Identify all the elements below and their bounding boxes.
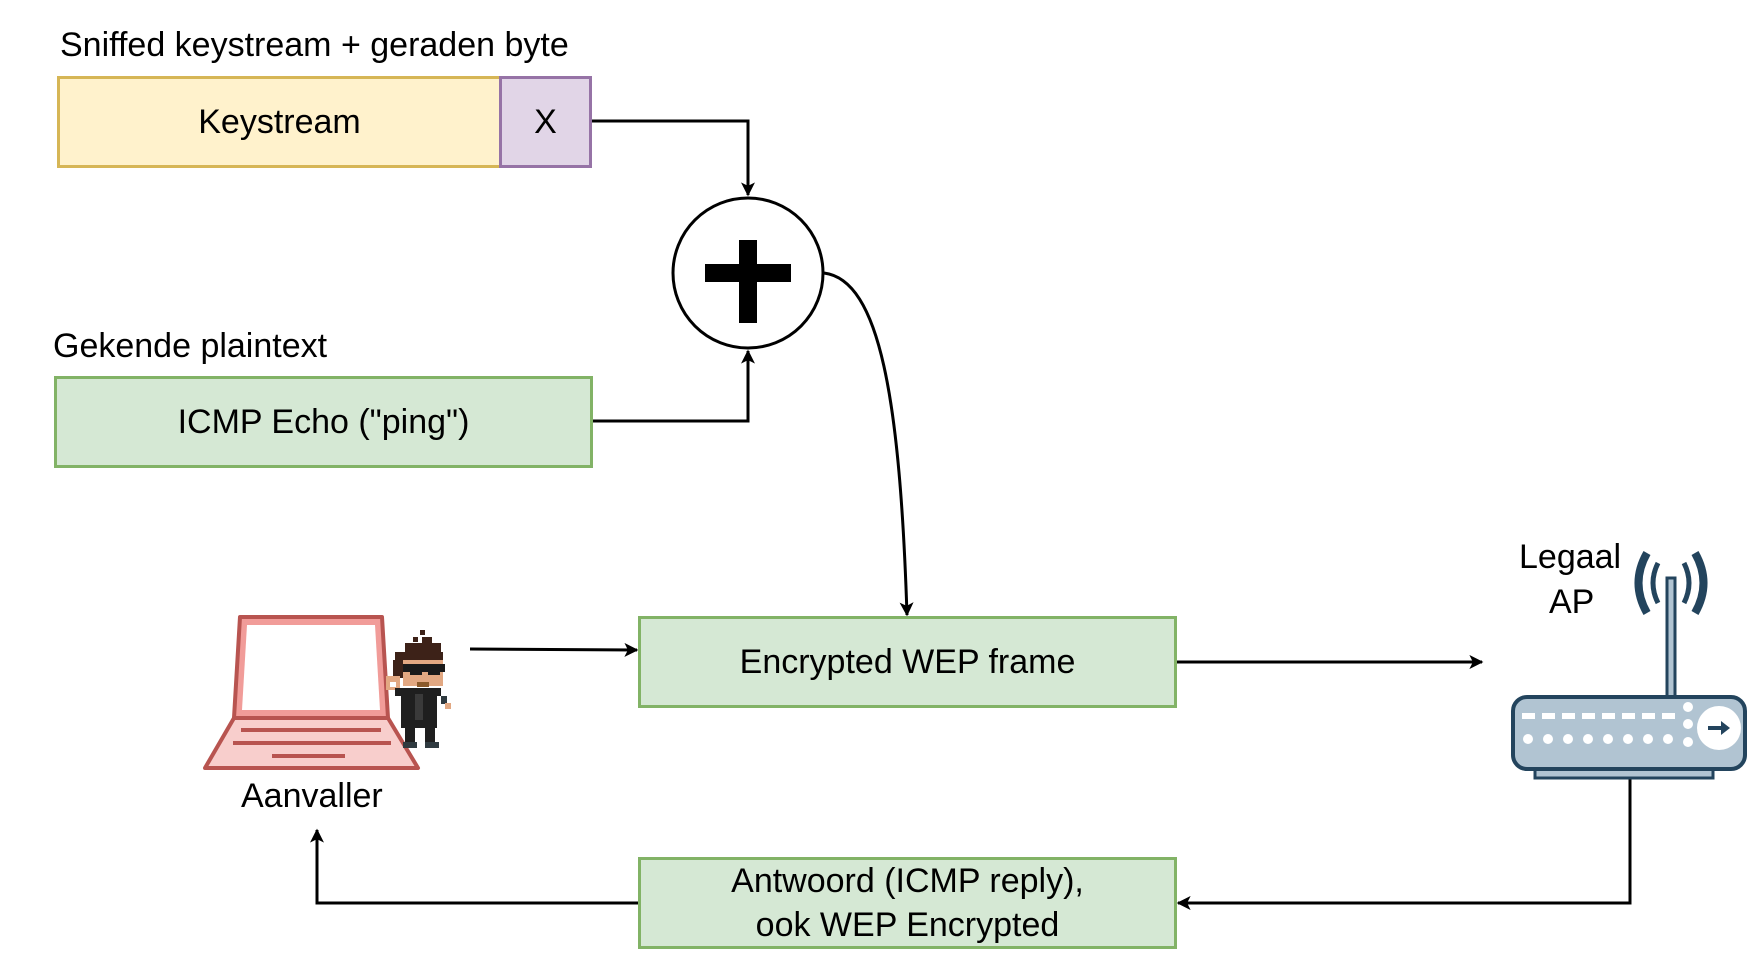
keystream-label: Keystream [198, 102, 361, 141]
keystream-box: Keystream [57, 76, 502, 168]
arrow-attacker-to-frame [469, 642, 639, 657]
arrow-reply-to-attacker [310, 828, 639, 905]
arrow-byte-to-xor [592, 119, 755, 197]
encrypted-frame-label: Encrypted WEP frame [739, 642, 1076, 681]
guessed-byte-box: X [499, 76, 592, 168]
reply-box: Antwoord (ICMP reply), ook WEP Encrypted [638, 857, 1177, 949]
access-point-label-line1: Legaal [1519, 538, 1622, 576]
reply-line1: Antwoord (ICMP reply), [731, 861, 1084, 900]
access-point-label-line2: AP [1549, 583, 1595, 621]
xor-plus-circle-icon [671, 196, 825, 350]
arrow-xor-to-frame [823, 271, 914, 617]
encrypted-frame-box: Encrypted WEP frame [638, 616, 1177, 708]
arrow-plaintext-to-xor [592, 349, 755, 423]
reply-line2: ook WEP Encrypted [755, 906, 1060, 944]
guessed-byte-label: X [534, 102, 557, 141]
plaintext-label: ICMP Echo ("ping") [177, 402, 470, 441]
plaintext-section-title: Gekende plaintext [53, 327, 328, 365]
plaintext-box: ICMP Echo ("ping") [54, 376, 593, 468]
arrow-ap-to-reply [1176, 775, 1632, 910]
keystream-section-title: Sniffed keystream + geraden byte [60, 26, 569, 64]
attacker-label: Aanvaller [241, 777, 383, 815]
